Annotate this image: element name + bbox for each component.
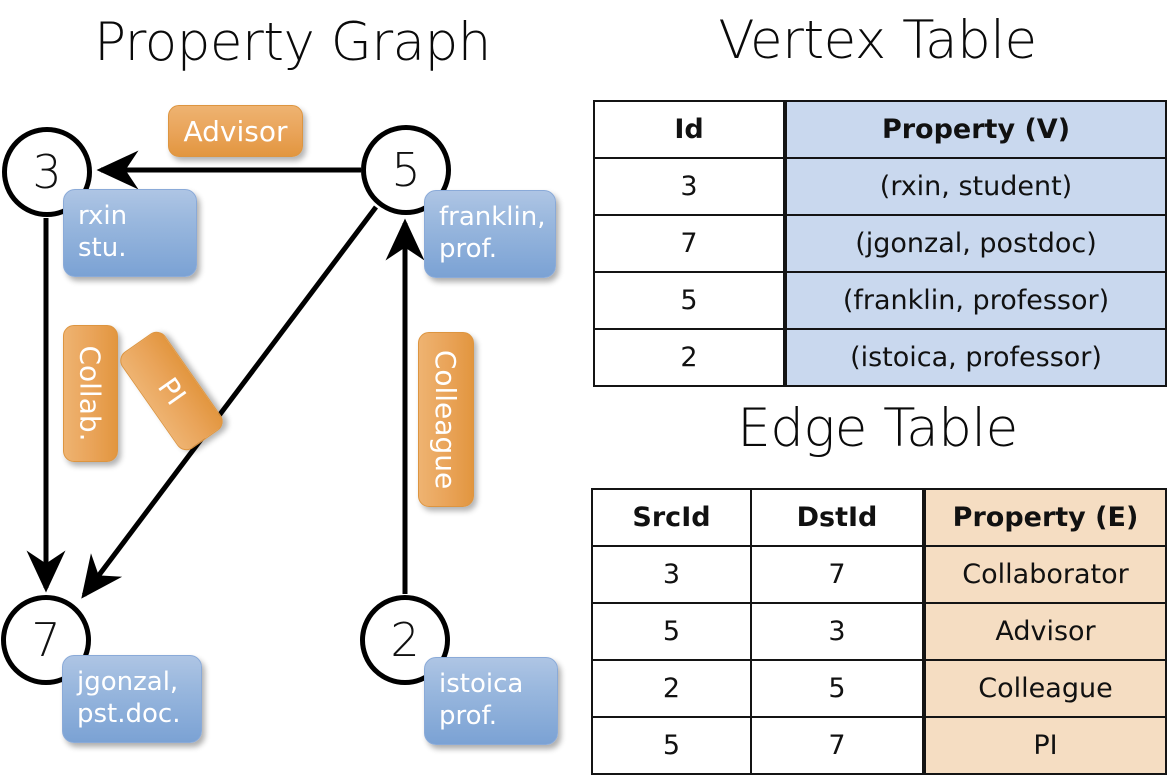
bubble-line-2: stu. <box>78 233 127 263</box>
edge-label-chip-colleague: Colleague <box>418 332 474 507</box>
graph-node-3-label: 3 <box>32 145 62 199</box>
edge-cell-src: 2 <box>591 659 752 718</box>
node-property-bubble-franklin: franklin, prof. <box>424 190 556 278</box>
vertex-cell-id: 7 <box>593 214 787 273</box>
bubble-line-1: rxin <box>78 201 128 231</box>
graph-node-2[interactable]: 2 <box>360 595 450 685</box>
edge-table-header-row: SrcId DstId Property (E) <box>591 488 1167 547</box>
table-row[interactable]: 2 (istoica, professor) <box>593 328 1167 387</box>
vertex-table-header-property: Property (V) <box>784 100 1167 159</box>
table-row[interactable]: 5 (franklin, professor) <box>593 271 1167 330</box>
table-row[interactable]: 3 7 Collaborator <box>591 545 1167 604</box>
edge-cell-property: Collaborator <box>923 545 1167 604</box>
node-property-bubble-istoica: istoica prof. <box>424 657 558 745</box>
graph-node-5[interactable]: 5 <box>361 125 451 215</box>
edge-cell-src: 5 <box>591 602 752 661</box>
edge-table-header-property: Property (E) <box>923 488 1167 547</box>
edge-label-chip-collab: Collab. <box>63 325 118 462</box>
page-title-edge-table: Edge Table <box>737 398 1018 459</box>
page-title-property-graph: Property Graph <box>94 12 491 73</box>
edge-label-colleague-text: Colleague <box>429 349 463 490</box>
vertex-cell-property: (jgonzal, postdoc) <box>784 214 1167 273</box>
vertex-table-header-row: Id Property (V) <box>593 100 1167 159</box>
edge-cell-dst: 5 <box>750 659 926 718</box>
edge-table-header-dstid: DstId <box>750 488 926 547</box>
table-row[interactable]: 3 (rxin, student) <box>593 157 1167 216</box>
property-graph-canvas: 3 5 7 2 rxin stu. franklin, prof. jgonza… <box>0 0 585 760</box>
bubble-line-1: franklin, <box>439 202 546 232</box>
bubble-line-2: pst.doc. <box>77 699 181 729</box>
vertex-cell-id: 5 <box>593 271 787 330</box>
graph-node-5-label: 5 <box>391 143 421 197</box>
table-row[interactable]: 2 5 Colleague <box>591 659 1167 718</box>
bubble-line-1: jgonzal, <box>77 667 179 697</box>
edge-cell-dst: 7 <box>750 716 926 775</box>
page-title-vertex-table: Vertex Table <box>718 10 1037 71</box>
edge-label-pi-text: PI <box>150 371 193 411</box>
bubble-line-2: prof. <box>439 701 498 731</box>
graph-node-7-label: 7 <box>31 613 61 667</box>
edge-line-pi <box>81 205 378 599</box>
vertex-cell-id: 2 <box>593 328 787 387</box>
edge-cell-property: Advisor <box>923 602 1167 661</box>
vertex-cell-property: (istoica, professor) <box>784 328 1167 387</box>
edge-cell-src: 5 <box>591 716 752 775</box>
node-property-bubble-rxin: rxin stu. <box>63 189 197 277</box>
graph-edge-lines <box>26 150 425 599</box>
node-property-bubble-jgonzal: jgonzal, pst.doc. <box>62 655 202 743</box>
bubble-line-1: istoica <box>439 669 524 699</box>
table-row[interactable]: 7 (jgonzal, postdoc) <box>593 214 1167 273</box>
edge-table-header-srcid: SrcId <box>591 488 752 547</box>
edge-cell-src: 3 <box>591 545 752 604</box>
edge-table: SrcId DstId Property (E) 3 7 Collaborato… <box>591 488 1167 775</box>
edge-cell-dst: 7 <box>750 545 926 604</box>
table-row[interactable]: 5 3 Advisor <box>591 602 1167 661</box>
vertex-cell-property: (rxin, student) <box>784 157 1167 216</box>
edge-label-advisor-text: Advisor <box>183 114 288 148</box>
graph-node-2-label: 2 <box>390 613 420 667</box>
edge-cell-property: Colleague <box>923 659 1167 718</box>
vertex-table: Id Property (V) 3 (rxin, student) 7 (jgo… <box>593 100 1167 387</box>
vertex-cell-property: (franklin, professor) <box>784 271 1167 330</box>
vertex-cell-id: 3 <box>593 157 787 216</box>
edge-cell-dst: 3 <box>750 602 926 661</box>
bubble-line-2: prof. <box>439 234 498 264</box>
edge-cell-property: PI <box>923 716 1167 775</box>
table-row[interactable]: 5 7 PI <box>591 716 1167 775</box>
edge-label-chip-advisor: Advisor <box>168 105 303 157</box>
vertex-table-header-id: Id <box>593 100 787 159</box>
edge-label-collab-text: Collab. <box>74 345 108 442</box>
